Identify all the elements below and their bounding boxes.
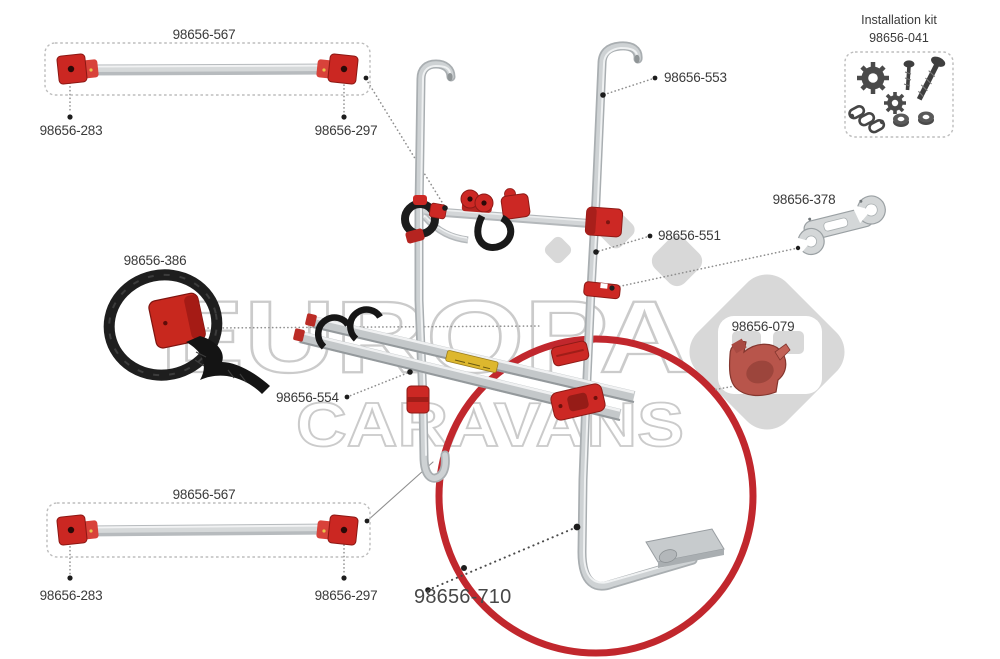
hook-bracket-part [791, 195, 886, 256]
bar-end-connector [584, 206, 624, 238]
nuts-icon [893, 111, 934, 127]
bike-rails [293, 306, 636, 421]
highlight-circle [435, 335, 757, 657]
bike-block-clamp-2 [500, 188, 531, 220]
right-hook-tube [577, 41, 698, 591]
label-bike-rail: 98656-554 [276, 390, 339, 405]
label-crossbar-bottom-left: 98656-283 [39, 588, 103, 603]
holder-strap-loop [474, 214, 515, 251]
label-upper-hook-tube: 98656-553 [664, 70, 727, 85]
installation-kit-number: 98656-041 [869, 31, 929, 45]
chain-links-icon [848, 104, 886, 134]
leader-lines [69, 77, 799, 591]
clip-part [728, 338, 791, 397]
foot-bracket-plate [645, 528, 725, 568]
label-wheel-strap: 98656-386 [123, 253, 187, 268]
label-tube-clamp: 98656-551 [658, 228, 721, 243]
label-crossbar-bottom-right: 98656-297 [314, 588, 378, 603]
upper-holder-bar [401, 188, 624, 251]
label-crossbar-top-right: 98656-297 [314, 123, 378, 138]
left-tube-clamp [406, 385, 430, 414]
screws-icon [903, 56, 946, 101]
label-lower-foot-tube: 98656-710 [414, 586, 512, 608]
watermark-line2: CARAVANS [296, 391, 684, 460]
label-crossbar-top-assembly: 98656-567 [172, 27, 236, 42]
crossbar-top-assembly [44, 42, 371, 96]
label-clip: 98656-079 [731, 319, 795, 334]
label-hook-bracket: 98656-378 [772, 192, 836, 207]
installation-kit-title: Installation kit [861, 13, 937, 27]
leader-dots [67, 75, 801, 593]
crossbar-bottom-assembly [46, 502, 371, 558]
left-hook-tube [414, 59, 456, 483]
label-crossbar-top-left: 98656-283 [39, 123, 103, 138]
rail-hook-1 [315, 314, 351, 350]
installation-kit-box [844, 51, 954, 138]
crossbar-top-left-cap [56, 53, 99, 85]
crossbar-bottom-left-cap [56, 514, 99, 546]
strap-part [103, 269, 270, 394]
label-crossbar-bottom-assembly: 98656-567 [172, 487, 236, 502]
crossbar-bottom-right-cap [316, 514, 359, 546]
gears-icon [857, 62, 906, 114]
crossbar-top-right-cap [316, 53, 359, 85]
bike-block-clamp-1 [460, 189, 494, 213]
rail-clamp-lower [550, 383, 606, 421]
rail-hook-2 [347, 306, 383, 342]
rail-clamp-upper [550, 340, 590, 367]
